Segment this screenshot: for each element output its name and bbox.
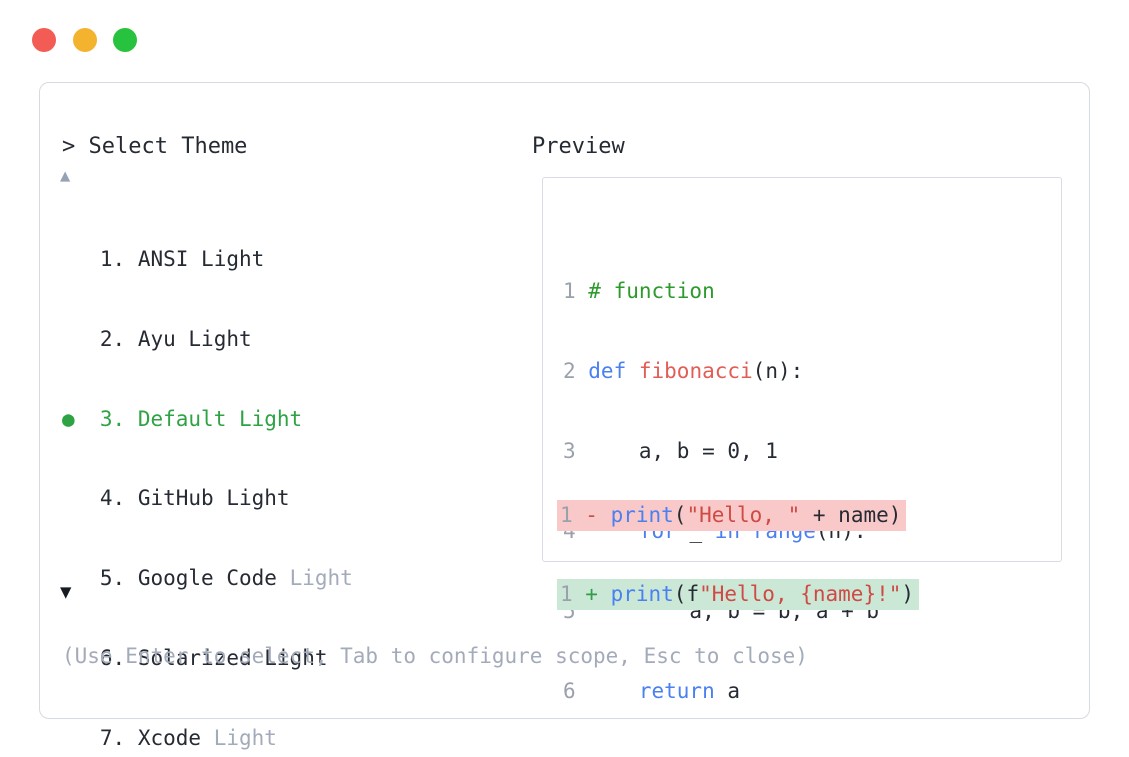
close-traffic-light-icon[interactable] bbox=[32, 28, 56, 52]
item-number: 2. bbox=[99, 326, 126, 351]
diff-removed-line: 1- print("Hello, " + name) bbox=[557, 500, 907, 531]
theme-list-item-ansi-light[interactable]: 1. ANSI Light bbox=[62, 244, 353, 276]
code-segment: "Hello, {name}!" bbox=[699, 582, 902, 606]
minimize-traffic-light-icon[interactable] bbox=[73, 28, 97, 52]
scroll-down-icon[interactable]: ▼ bbox=[60, 581, 72, 603]
line-number: 1 bbox=[560, 582, 573, 606]
item-label: Default Light bbox=[137, 406, 303, 431]
code-segment: return bbox=[638, 679, 715, 703]
line-number: 1 bbox=[560, 503, 573, 527]
code-segment: fibonacci bbox=[638, 359, 753, 383]
code-segment: - bbox=[585, 503, 611, 527]
code-line: 2 def fibonacci(n): bbox=[563, 355, 879, 387]
code-text: return a bbox=[588, 679, 740, 703]
diff-added-line: 1 + print(f"Hello, {name}!") bbox=[557, 579, 920, 610]
keyboard-hints-footer: (Use Enter to select, Tab to configure s… bbox=[62, 644, 808, 668]
code-segment: ( bbox=[673, 503, 687, 527]
line-number: 3 bbox=[563, 439, 576, 463]
item-variant-label: Light bbox=[276, 566, 353, 591]
code-line: 1 # function bbox=[563, 275, 879, 307]
code-line: 6 return a bbox=[563, 675, 879, 707]
item-label: ANSI Light bbox=[137, 247, 265, 271]
code-segment: # function bbox=[588, 279, 715, 303]
code-segment bbox=[588, 679, 639, 703]
code-text: def fibonacci(n): bbox=[588, 359, 803, 383]
item-variant-label: Light bbox=[201, 725, 277, 750]
preview-panel bbox=[542, 177, 1062, 562]
preview-title: Preview bbox=[532, 134, 625, 159]
code-text: a, b = 0, 1 bbox=[588, 439, 778, 463]
theme-list-item-ayu-light[interactable]: 2. Ayu Light bbox=[62, 324, 353, 356]
item-label: Google Code bbox=[137, 566, 277, 591]
theme-list-item-google-code-light[interactable]: 5. Google Code Light bbox=[62, 563, 353, 595]
item-number: 6. bbox=[99, 645, 126, 670]
code-segment: "Hello, " bbox=[686, 503, 801, 527]
code-segment: print bbox=[610, 503, 674, 527]
code-segment: a bbox=[714, 679, 741, 703]
code-text: - print("Hello, " + name) bbox=[585, 503, 901, 527]
zoom-traffic-light-icon[interactable] bbox=[113, 28, 137, 52]
theme-list-item-solarized-light[interactable]: 6. Solarized Light bbox=[62, 643, 353, 675]
code-text: # function bbox=[588, 279, 714, 303]
item-number: 3. bbox=[99, 406, 126, 431]
item-number: 7. bbox=[99, 725, 126, 750]
code-text: + print(f"Hello, {name}!") bbox=[585, 582, 914, 606]
item-label: Xcode bbox=[137, 725, 202, 750]
item-label: Solarized Light bbox=[137, 645, 328, 670]
code-segment bbox=[626, 359, 639, 383]
code-segment: a, b = 0, 1 bbox=[588, 439, 778, 463]
theme-list-item-default-light-selected[interactable]: ● 3. Default Light bbox=[62, 404, 353, 436]
select-theme-prompt: > Select Theme bbox=[62, 134, 248, 159]
item-number: 1. bbox=[99, 247, 126, 271]
diff-preview: 1- print("Hello, " + name) 1+ print(f"He… bbox=[557, 452, 920, 634]
code-segment: (f bbox=[673, 582, 700, 606]
code-segment: + name) bbox=[800, 503, 902, 527]
theme-list-item-xcode-light[interactable]: 7. Xcode Light bbox=[62, 723, 353, 755]
code-segment: + bbox=[585, 582, 611, 606]
scroll-up-icon[interactable]: ▲ bbox=[60, 166, 71, 186]
theme-list-item-github-light[interactable]: 4. GitHub Light bbox=[62, 483, 353, 515]
theme-list: 1. ANSI Light 2. Ayu Light ● 3. Default Ligh… bbox=[62, 196, 353, 757]
code-segment: def bbox=[588, 359, 627, 383]
line-number: 6 bbox=[563, 679, 576, 703]
line-number: 2 bbox=[563, 359, 576, 383]
selection-bullet: ● bbox=[62, 406, 75, 431]
code-segment: ) bbox=[901, 582, 915, 606]
item-label: GitHub Light bbox=[137, 486, 290, 511]
item-label: Ayu Light bbox=[137, 326, 252, 351]
code-line: 3 a, b = 0, 1 bbox=[563, 435, 879, 467]
item-number: 4. bbox=[99, 486, 126, 511]
code-segment: print bbox=[610, 582, 674, 606]
item-number: 5. bbox=[99, 566, 126, 591]
line-number: 1 bbox=[563, 279, 576, 303]
code-segment: (n): bbox=[752, 359, 804, 383]
